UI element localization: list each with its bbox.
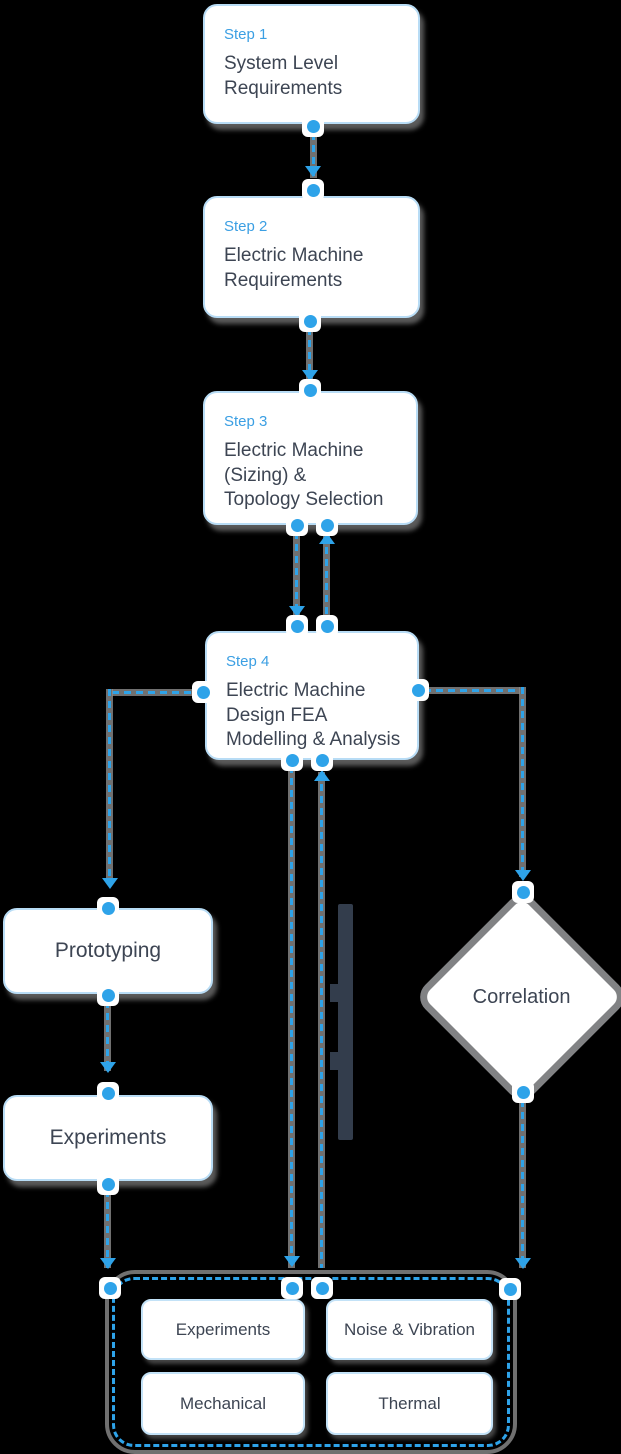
connector-experiments-group <box>104 1190 111 1268</box>
arrow-down-icon <box>100 1062 116 1073</box>
connection-dot[interactable] <box>512 881 534 903</box>
connection-dot[interactable] <box>512 1081 534 1103</box>
arrow-up-icon <box>319 533 335 544</box>
connection-dot[interactable] <box>299 310 321 332</box>
group-mechanical-label: Mechanical <box>180 1393 266 1413</box>
analysis-group-container[interactable]: Experiments Noise & Vibration Mechanical… <box>105 1270 517 1454</box>
connector-step4-correlation <box>519 687 526 877</box>
connection-dot[interactable] <box>316 615 338 637</box>
connector-step4-step3-up <box>323 535 330 617</box>
connection-dot[interactable] <box>299 379 321 401</box>
step2-label: Step 2 <box>224 218 268 235</box>
group-experiments-label: Experiments <box>175 1319 271 1339</box>
dark-bar-tab <box>330 984 339 1002</box>
node-step2[interactable]: Step 2 Electric Machine Requirements <box>203 196 420 318</box>
node-correlation[interactable]: Correlation <box>423 898 621 1096</box>
group-noise-label: Noise & Vibration <box>343 1319 476 1339</box>
connection-dot[interactable] <box>499 1278 521 1300</box>
group-thermal-label: Thermal <box>378 1393 441 1413</box>
connector-step4-group-down <box>288 766 295 1268</box>
connection-dot[interactable] <box>97 897 119 919</box>
connection-dot[interactable] <box>97 1173 119 1195</box>
connection-dot[interactable] <box>311 1277 333 1299</box>
connection-dot[interactable] <box>407 679 429 701</box>
connection-dot[interactable] <box>302 179 324 201</box>
arrow-up-icon <box>314 770 330 781</box>
connection-dot[interactable] <box>97 1082 119 1104</box>
connection-dot[interactable] <box>192 681 214 703</box>
node-step4[interactable]: Step 4 Electric Machine Design FEA Model… <box>205 631 419 760</box>
arrow-down-icon <box>302 370 318 381</box>
connector-step1-step2 <box>310 133 317 178</box>
connection-dot[interactable] <box>281 1277 303 1299</box>
arrow-down-icon <box>515 1258 531 1269</box>
node-step1[interactable]: Step 1 System Level Requirements <box>203 4 420 124</box>
arrow-down-icon <box>102 878 118 889</box>
step4-title: Electric Machine Design FEA Modelling & … <box>226 680 401 751</box>
connection-dot[interactable] <box>311 749 333 771</box>
step2-title: Electric Machine Requirements <box>224 245 364 291</box>
step3-label: Step 3 <box>224 413 268 430</box>
group-item-mechanical[interactable]: Mechanical <box>141 1372 305 1435</box>
connection-dot[interactable] <box>286 514 308 536</box>
experiments-label: Experiments <box>49 1126 167 1149</box>
node-step3[interactable]: Step 3 Electric Machine (Sizing) & Topol… <box>203 391 418 525</box>
arrow-down-icon <box>305 166 321 177</box>
dark-scroll-bar <box>330 904 353 1140</box>
group-item-experiments[interactable]: Experiments <box>141 1299 305 1360</box>
connector-step4-left-horizontal <box>112 689 200 696</box>
arrow-down-icon <box>289 606 305 617</box>
step1-label: Step 1 <box>224 26 268 43</box>
group-item-noise-vibration[interactable]: Noise & Vibration <box>326 1299 493 1360</box>
prototyping-label: Prototyping <box>54 939 162 962</box>
correlation-label: Correlation <box>473 985 571 1008</box>
connection-dot[interactable] <box>97 984 119 1006</box>
connection-dot[interactable] <box>99 1277 121 1299</box>
arrow-down-icon <box>100 1258 116 1269</box>
connector-group-step4-up <box>318 772 325 1268</box>
step1-title: System Level Requirements <box>224 53 343 99</box>
dark-bar-tab <box>330 1052 339 1070</box>
step3-title: Electric Machine (Sizing) & Topology Sel… <box>224 440 384 511</box>
connector-step4-right-horizontal <box>424 687 520 694</box>
group-item-thermal[interactable]: Thermal <box>326 1372 493 1435</box>
connector-correlation-group <box>519 1100 526 1268</box>
arrow-down-icon <box>284 1256 300 1267</box>
connection-dot[interactable] <box>316 514 338 536</box>
step4-label: Step 4 <box>226 653 270 670</box>
connection-dot[interactable] <box>281 749 303 771</box>
connector-step4-prototyping <box>106 689 113 881</box>
connection-dot[interactable] <box>286 615 308 637</box>
connector-step2-step3 <box>306 328 313 382</box>
connection-dot[interactable] <box>302 115 324 137</box>
arrow-down-icon <box>515 870 531 881</box>
node-experiments[interactable]: Experiments <box>3 1095 213 1181</box>
connector-prototyping-experiments <box>104 1001 111 1071</box>
node-prototyping[interactable]: Prototyping <box>3 908 213 994</box>
connector-step3-step4-down <box>293 532 300 616</box>
